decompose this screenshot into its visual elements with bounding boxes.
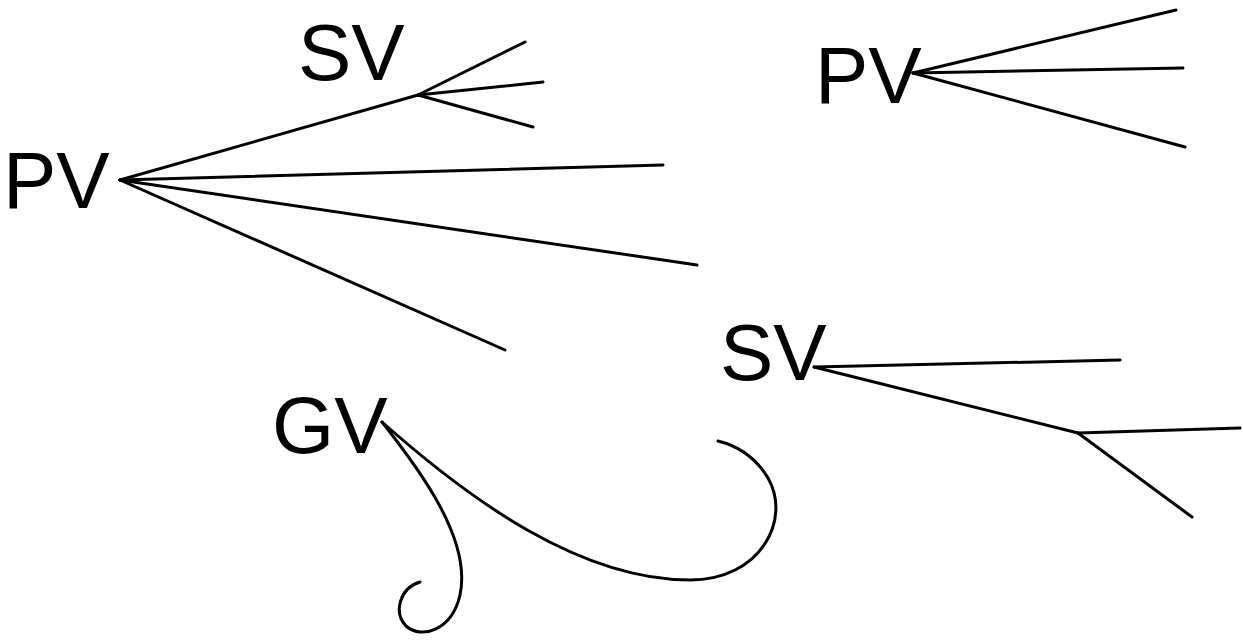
secondary-vein-right — [814, 360, 1240, 517]
vein-label: PV — [3, 141, 110, 221]
secondary-vein-top — [418, 42, 543, 127]
vein-label: SV — [720, 313, 827, 393]
primary-vein-right — [913, 10, 1185, 147]
vein-label: SV — [298, 13, 405, 93]
primary-vein-left — [120, 95, 697, 350]
giant-vein — [382, 422, 776, 632]
vein-label: PV — [815, 36, 922, 116]
vein-label: GV — [272, 386, 388, 466]
